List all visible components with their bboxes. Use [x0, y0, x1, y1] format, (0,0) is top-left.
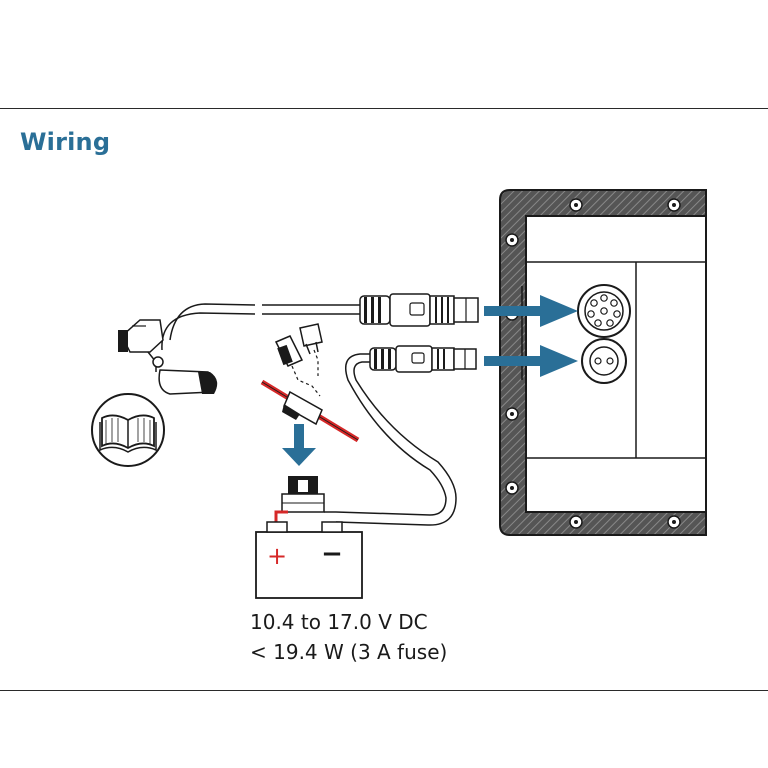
transducer-socket	[577, 284, 631, 338]
fuse-icon	[260, 323, 360, 443]
transducer-connector	[359, 293, 479, 327]
section-heading: Wiring	[20, 128, 111, 156]
power-spec: < 19.4 W (3 A fuse)	[250, 640, 448, 664]
battery-icon: + −	[255, 521, 363, 599]
manual-book-icon	[91, 393, 165, 467]
down-arrow	[282, 424, 316, 466]
connect-arrows	[484, 295, 578, 377]
battery-negative-terminal: −	[321, 539, 343, 569]
battery-positive-terminal: +	[267, 542, 287, 570]
top-rule	[0, 108, 768, 109]
power-cable	[335, 353, 457, 526]
voltage-spec: 10.4 to 17.0 V DC	[250, 610, 428, 634]
transducer-cable	[161, 303, 360, 351]
power-connector	[369, 345, 477, 373]
bottom-rule	[0, 690, 768, 691]
power-socket	[581, 338, 627, 384]
transducer-icon	[118, 319, 218, 395]
battery-fuse-block	[274, 476, 336, 524]
